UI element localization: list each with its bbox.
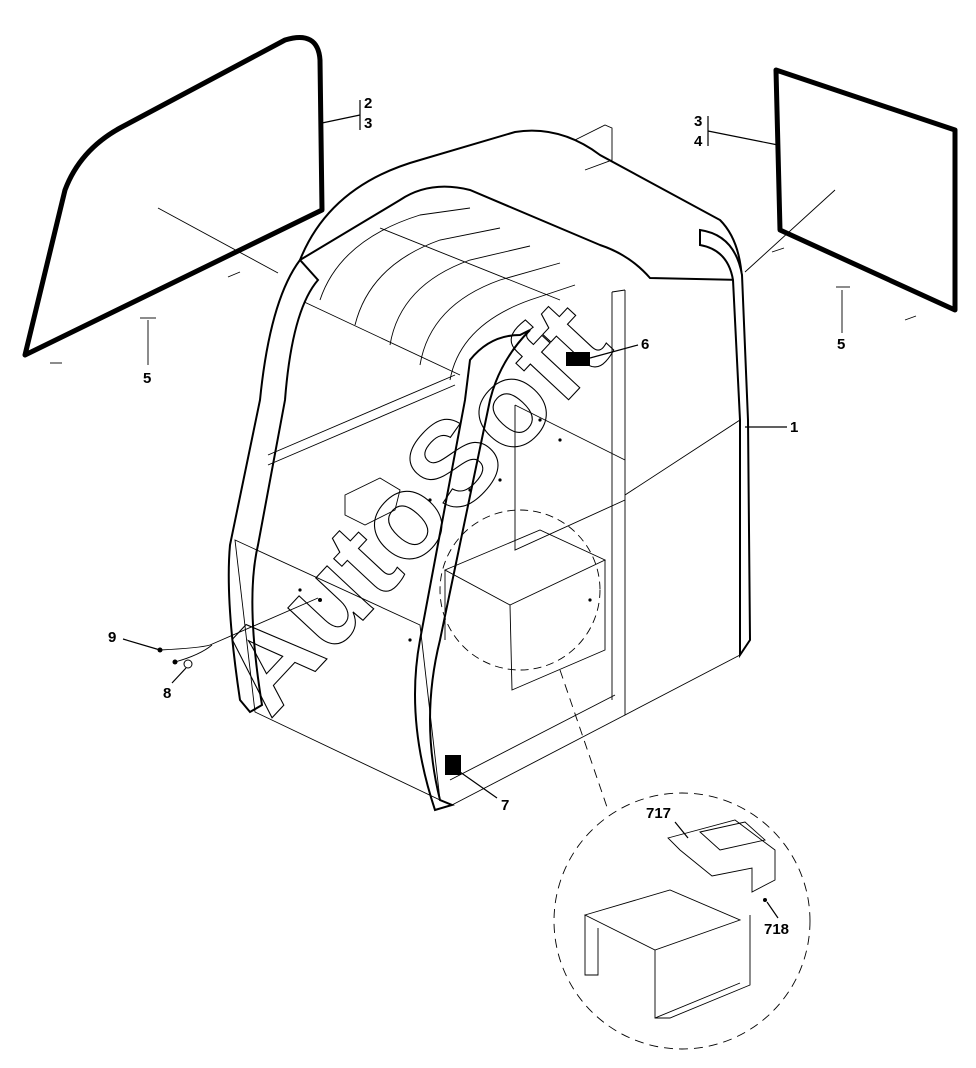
leader-lines <box>122 100 787 919</box>
right-window-glass <box>744 67 958 333</box>
callout-2: 2 <box>364 95 372 112</box>
wire-harness <box>157 597 319 669</box>
callout-7: 7 <box>501 797 509 814</box>
callout-5-left: 5 <box>143 370 151 387</box>
detail-view <box>553 669 811 1050</box>
callout-5-right: 5 <box>837 336 845 353</box>
callout-3-right: 3 <box>694 113 702 130</box>
callout-717: 717 <box>646 805 671 822</box>
callout-718: 718 <box>764 921 789 938</box>
callout-8: 8 <box>163 685 171 702</box>
callout-3-left: 3 <box>364 115 372 132</box>
callout-6: 6 <box>641 336 649 353</box>
cab-body <box>227 124 752 812</box>
callout-9: 9 <box>108 629 116 646</box>
callout-1: 1 <box>790 419 798 436</box>
callout-4: 4 <box>694 133 703 150</box>
